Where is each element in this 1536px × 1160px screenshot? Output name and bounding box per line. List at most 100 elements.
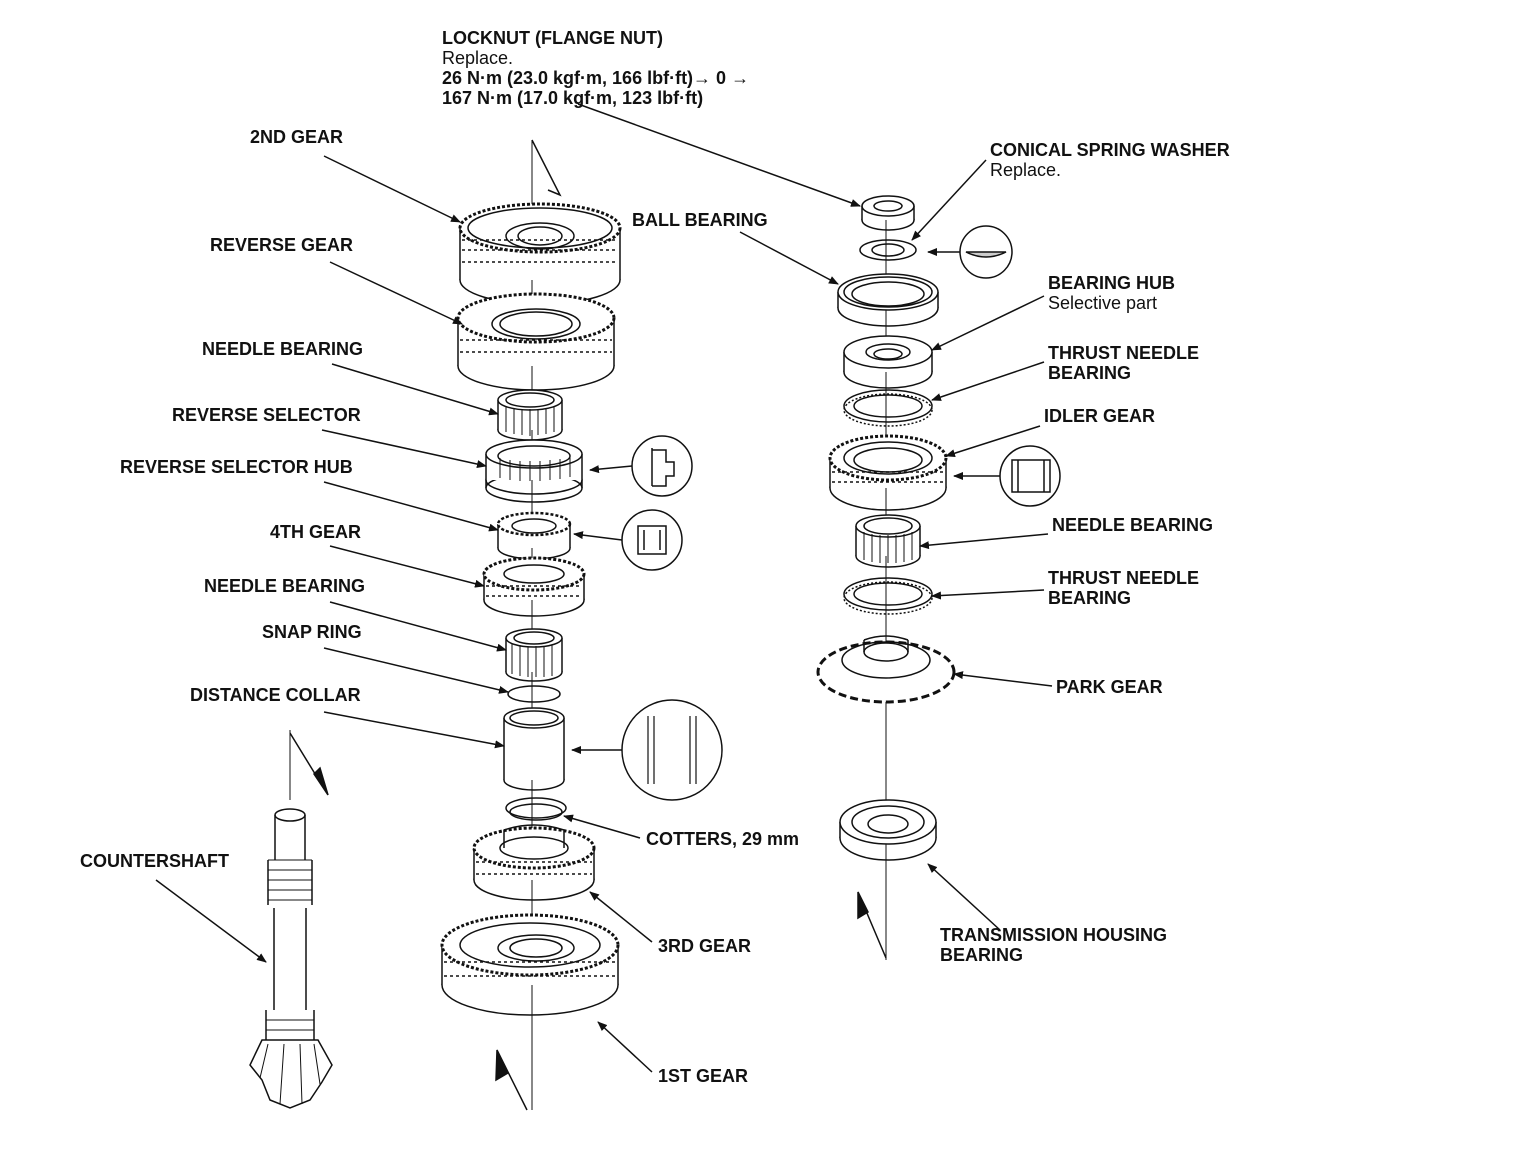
leader-countershaft: [155, 879, 267, 963]
detail-hub-arrow: [573, 531, 623, 541]
label-first-gear: 1ST GEAR: [658, 1066, 748, 1086]
conical-spring-washer-part: [859, 239, 917, 261]
label-distance-collar-text: DISTANCE COLLAR: [190, 685, 361, 705]
locknut-part: [861, 195, 915, 231]
leader-needle-bearing-3: [919, 533, 1049, 550]
leader-conical-spring-washer: [911, 159, 987, 241]
label-bearing-hub-note: Selective part: [1048, 293, 1158, 313]
detail-collar-circle: [621, 699, 723, 801]
label-locknut-note: Replace.: [442, 48, 514, 68]
label-cotters: COTTERS, 29 mm: [646, 829, 799, 849]
label-locknut-title: LOCKNUT (FLANGE NUT): [442, 28, 663, 48]
leader-locknut: [577, 103, 861, 207]
label-reverse-selector-hub-text: REVERSE SELECTOR HUB: [120, 457, 353, 477]
fourth-gear-part: [482, 556, 586, 617]
needle-bearing-3-part: [855, 514, 921, 568]
label-reverse-selector: REVERSE SELECTOR: [172, 405, 361, 425]
leader-reverse-gear: [329, 261, 463, 325]
label-snap-ring-text: SNAP RING: [262, 622, 362, 642]
label-fourth-gear: 4TH GEAR: [270, 522, 361, 542]
leader-second-gear: [323, 155, 461, 223]
leader-third-gear: [589, 891, 653, 943]
label-third-gear: 3RD GEAR: [658, 936, 751, 956]
left-top-assembly-arrow: [531, 139, 562, 197]
label-thrust-needle-bearing-2-line1: THRUST NEEDLE: [1048, 568, 1200, 588]
left-bottom-assembly-arrow: [495, 1049, 528, 1111]
reverse-selector-hub-part: [496, 511, 572, 560]
label-conical-spring-washer: CONICAL SPRING WASHER Replace.: [990, 140, 1230, 180]
label-locknut-torque-1: 26 N·m (23.0 kgf·m, 166 lbf·ft)→ 0 →: [442, 68, 750, 88]
label-reverse-gear-text: REVERSE GEAR: [210, 235, 354, 255]
park-gear-part: [816, 635, 956, 704]
label-needle-bearing-3: NEEDLE BEARING: [1052, 515, 1213, 535]
label-countershaft-text: COUNTERSHAFT: [80, 851, 229, 871]
label-needle-bearing-2: NEEDLE BEARING: [204, 576, 365, 596]
countershaft-assembly-arrow: [289, 732, 329, 796]
label-park-gear-text: PARK GEAR: [1056, 677, 1163, 697]
distance-collar-part: [503, 707, 565, 791]
label-snap-ring: SNAP RING: [262, 622, 362, 642]
transmission-housing-bearing-part: [839, 799, 937, 861]
leader-first-gear: [597, 1021, 653, 1073]
label-locknut: LOCKNUT (FLANGE NUT) Replace. 26 N·m (23…: [442, 28, 749, 108]
detail-idler-gear-circle: [999, 445, 1061, 507]
label-cotters-text: COTTERS, 29 mm: [646, 829, 800, 849]
label-idler-gear: IDLER GEAR: [1044, 406, 1155, 426]
label-needle-bearing-1-text: NEEDLE BEARING: [202, 339, 364, 359]
needle-bearing-2-part: [505, 628, 563, 682]
leader-thrust-needle-bearing-2: [931, 589, 1045, 600]
label-distance-collar: DISTANCE COLLAR: [190, 685, 361, 705]
label-park-gear: PARK GEAR: [1056, 677, 1163, 697]
countershaft-part: [249, 808, 333, 1109]
idler-gear-part: [828, 434, 948, 511]
label-fourth-gear-text: 4TH GEAR: [270, 522, 362, 542]
label-reverse-gear: REVERSE GEAR: [210, 235, 353, 255]
leader-needle-bearing-1: [331, 363, 499, 416]
leader-needle-bearing-2: [329, 601, 507, 652]
leader-fourth-gear: [329, 545, 485, 588]
label-third-gear-text: 3RD GEAR: [658, 936, 752, 956]
leader-idler-gear: [945, 425, 1041, 458]
leader-park-gear: [953, 671, 1053, 687]
cotters-part: [505, 797, 567, 821]
third-gear-part: [472, 824, 596, 901]
label-conical-spring-washer-note: Replace.: [990, 160, 1062, 180]
leader-distance-collar: [323, 711, 505, 749]
detail-reverse-selector-arrow: [589, 465, 633, 474]
label-transmission-housing-bearing-line1: TRANSMISSION HOUSING: [940, 925, 1168, 945]
label-countershaft: COUNTERSHAFT: [80, 851, 229, 871]
label-transmission-housing-bearing: TRANSMISSION HOUSING BEARING: [940, 925, 1167, 965]
second-gear-part: [458, 202, 622, 305]
thrust-needle-bearing-1-part: [843, 389, 933, 427]
leader-cotters: [563, 814, 641, 839]
label-conical-spring-washer-title: CONICAL SPRING WASHER: [990, 140, 1230, 160]
thrust-needle-bearing-2-part: [843, 577, 933, 615]
label-second-gear-text: 2ND GEAR: [250, 127, 344, 147]
label-reverse-selector-hub: REVERSE SELECTOR HUB: [120, 457, 353, 477]
label-ball-bearing-text: BALL BEARING: [632, 210, 768, 230]
leader-ball-bearing: [739, 231, 839, 285]
ball-bearing-part: [837, 273, 939, 327]
label-idler-gear-text: IDLER GEAR: [1044, 406, 1156, 426]
bearing-hub-part: [843, 335, 933, 389]
label-thrust-needle-bearing-2: THRUST NEEDLE BEARING: [1048, 568, 1199, 608]
snap-ring-part: [507, 685, 561, 703]
detail-washer-circle: [959, 225, 1013, 279]
detail-reverse-selector-circle: [631, 435, 693, 497]
leader-reverse-selector: [321, 429, 487, 468]
leader-bearing-hub: [931, 295, 1045, 351]
reverse-gear-part: [456, 292, 616, 391]
label-reverse-selector-text: REVERSE SELECTOR: [172, 405, 361, 425]
leader-snap-ring: [323, 647, 509, 694]
label-needle-bearing-3-text: NEEDLE BEARING: [1052, 515, 1214, 535]
first-gear-part: [440, 913, 620, 1016]
label-bearing-hub-title: BEARING HUB: [1048, 273, 1176, 293]
leader-thrust-needle-bearing-1: [931, 361, 1045, 401]
label-first-gear-text: 1ST GEAR: [658, 1066, 749, 1086]
detail-hub-circle: [621, 509, 683, 571]
label-thrust-needle-bearing-1-line2: BEARING: [1048, 363, 1132, 383]
label-transmission-housing-bearing-line2: BEARING: [940, 945, 1024, 965]
label-bearing-hub: BEARING HUB Selective part: [1048, 273, 1175, 313]
